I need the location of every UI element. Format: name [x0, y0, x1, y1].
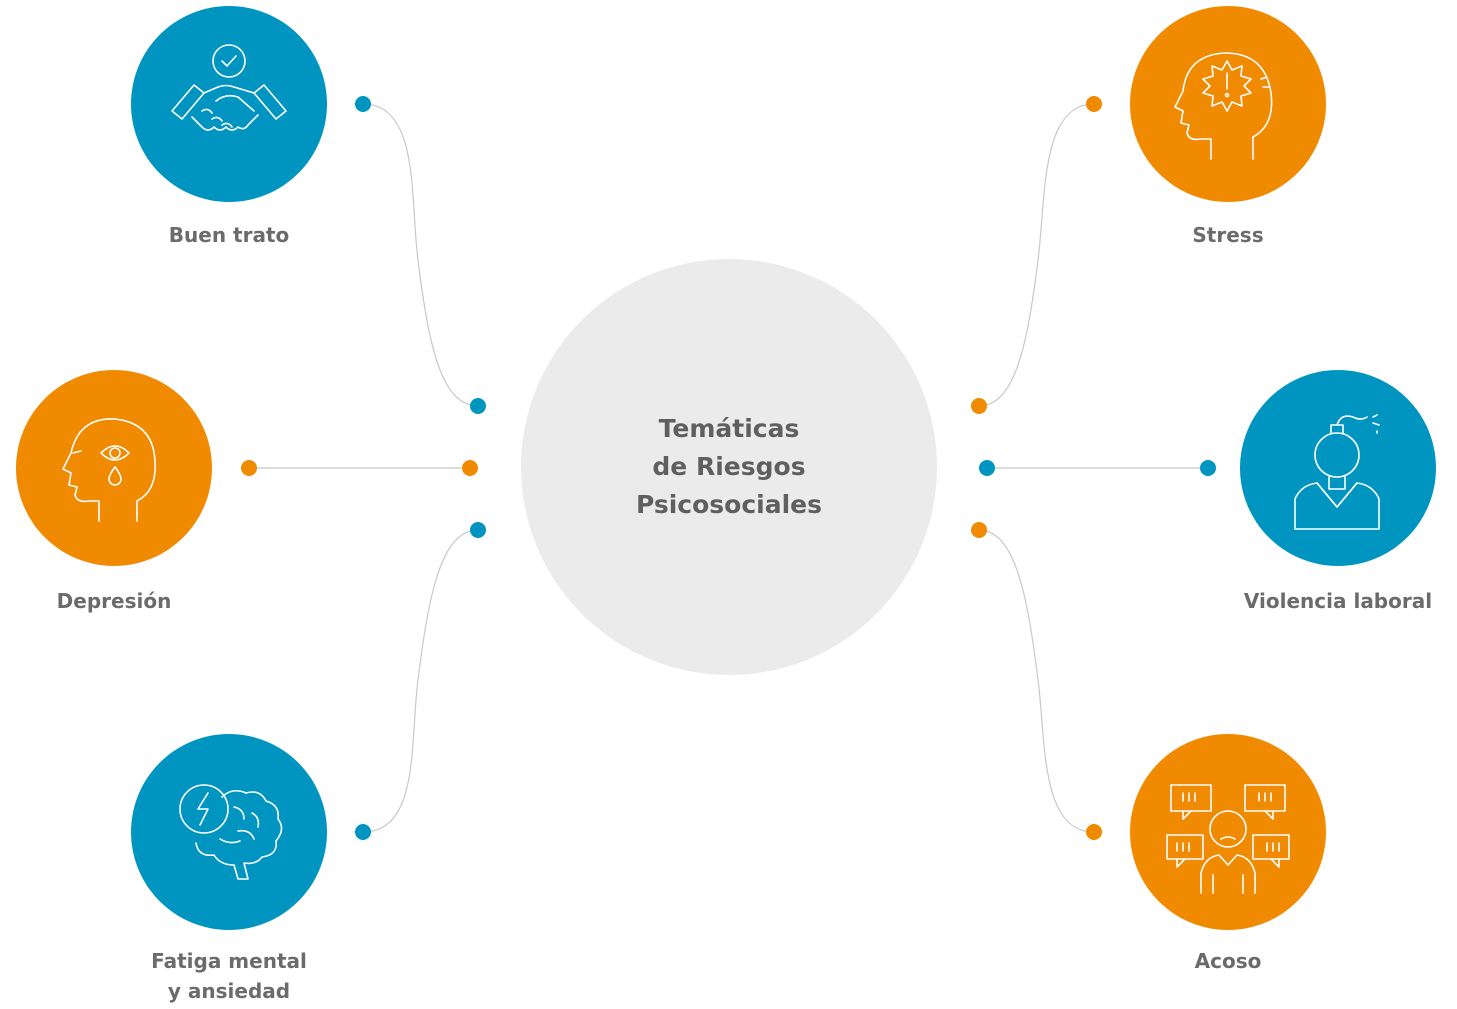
- connector-stress: [978, 103, 1095, 407]
- node-label-fatiga: Fatiga mental y ansiedad: [151, 949, 307, 1003]
- connector-fatiga: [362, 529, 479, 833]
- center-title: Temáticas de Riesgos Psicosociales: [635, 414, 823, 519]
- dot-buen-trato-inner: [470, 398, 486, 414]
- dot-stress-outer: [1086, 96, 1102, 112]
- node-label-buen-trato: Buen trato: [168, 223, 290, 247]
- dot-stress-inner: [971, 398, 987, 414]
- stress-head-icon: [1174, 52, 1273, 160]
- dot-fatiga-inner: [470, 522, 486, 538]
- dot-violencia-inner: [979, 460, 995, 476]
- connector-buen-trato: [362, 103, 479, 407]
- speech-bubbles-person-icon: [1166, 784, 1290, 894]
- dot-depresion-inner: [462, 460, 478, 476]
- dot-fatiga-outer: [355, 824, 371, 840]
- node-label-violencia: Violencia laboral: [1243, 589, 1433, 613]
- node-buen-trato: [131, 6, 327, 202]
- node-label-stress: Stress: [1192, 223, 1264, 247]
- node-label-depresion: Depresión: [56, 589, 172, 613]
- dot-acoso-inner: [971, 522, 987, 538]
- center-topic: Temáticas de Riesgos Psicosociales: [521, 259, 937, 675]
- dot-depresion-outer: [241, 460, 257, 476]
- node-fatiga: [131, 734, 327, 930]
- node-depresion: [16, 370, 212, 566]
- dot-buen-trato-outer: [355, 96, 371, 112]
- handshake-icon: [171, 44, 287, 131]
- tear-head-icon: [62, 418, 156, 522]
- node-violencia: [1240, 370, 1436, 566]
- bomb-person-icon: [1294, 414, 1380, 530]
- node-stress: [1130, 6, 1326, 202]
- node-label-acoso: Acoso: [1194, 949, 1262, 973]
- dot-acoso-outer: [1086, 824, 1102, 840]
- brain-bolt-icon: [179, 784, 283, 880]
- dot-violencia-outer: [1200, 460, 1216, 476]
- connector-acoso: [978, 529, 1095, 833]
- node-acoso: [1130, 734, 1326, 930]
